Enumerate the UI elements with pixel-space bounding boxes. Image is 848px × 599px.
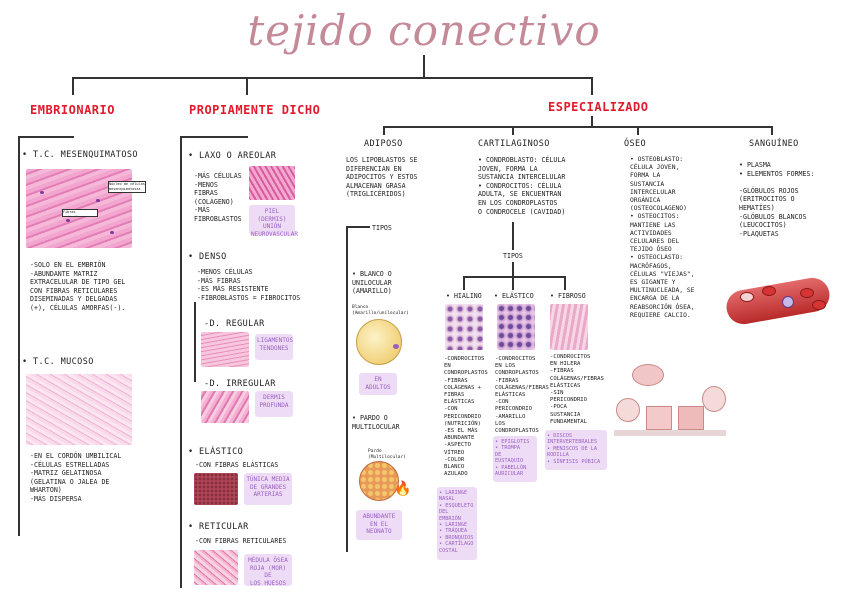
header-propiamente-dicho: PROPIAMENTE DICHO <box>189 103 321 117</box>
connector <box>18 136 74 138</box>
hialino-description: -CONDROCITOS EN CONDROPLASTOS -FIBRAS CO… <box>444 356 488 478</box>
bone-remodeling-image <box>612 358 728 438</box>
adiposo-tipos: TIPOS <box>372 224 392 232</box>
denso-label: • DENSO <box>188 252 227 262</box>
connector <box>423 55 425 77</box>
oseo-label: ÓSEO <box>624 139 647 149</box>
adiposo-description: LOS LIPOBLASTOS SE DIFERENCIAN EN ADIPOC… <box>346 156 418 199</box>
annotation-label: Núcleo de células mesenquimatosas <box>108 181 146 193</box>
blood-vessel-image <box>723 270 833 330</box>
hialino-image <box>445 304 483 350</box>
connector <box>512 222 514 250</box>
pardo-label: • PARDO O MULTILOCULAR <box>352 414 400 431</box>
connector <box>18 136 20 536</box>
connector <box>383 126 772 128</box>
blanco-caption: Blanco (Amarillo/unilocular) <box>352 305 409 316</box>
sanguineo-description: • PLASMA • ELEMENTOS FORMES: -GLÓBULOS R… <box>739 161 815 238</box>
regular-example-pill: LIGAMENTOS TENDONES <box>255 334 293 360</box>
connector <box>591 77 593 95</box>
mesenquimatoso-image: Núcleo de células mesenquimatosas Fibras… <box>26 169 146 248</box>
fibroso-label: • FIBROSO <box>550 292 586 300</box>
connector <box>180 136 248 138</box>
denso-description: -MENOS CÉLULAS -MÁS FIBRAS -ES MÁS RESIS… <box>197 268 301 302</box>
header-especializado: ESPECIALIZADO <box>548 100 649 114</box>
connector <box>180 136 182 588</box>
blanco-example-pill: EN ADULTOS <box>359 373 397 395</box>
elastico-cartilago-example-pill: • EPIGLOTIS • TROMPA DE EUSTAQUIO • PABE… <box>493 436 537 482</box>
hialino-example-pill: • LARINGE NASAL • ESQUELETO DEL EMBRIÓN … <box>437 487 477 560</box>
pardo-caption: Pardo (Multilocular) <box>368 449 406 460</box>
mucoso-label: • T.C. MUCOSO <box>22 357 94 367</box>
elastico-example-pill: TÚNICA MEDIA DE GRANDES ARTERIAS <box>244 473 292 505</box>
mesenquimatoso-description: -SOLO EN EL EMBRIÓN -ABUNDANTE MATRIZ EX… <box>30 261 126 312</box>
connector <box>194 302 196 382</box>
fibroso-description: -CONDROCITOS EN HILERA -FIBRAS COLÁGENAS… <box>550 354 604 425</box>
elastico-cartilago-description: -CONDROCITOS EN LOS CONDROPLASTOS -FIBRA… <box>495 356 549 435</box>
oseo-description: • OSTEOBLASTO: CÉLULA JOVEN, FORMA LA SU… <box>630 156 695 319</box>
connector <box>346 226 348 552</box>
elastico-label: • ELÁSTICO <box>188 447 244 457</box>
annotation-label: Fibras reticulares <box>62 209 98 217</box>
elastico-cartilago-label: • ELÁSTICO <box>494 292 534 300</box>
adiposo-label: ADIPOSO <box>364 139 403 149</box>
connector <box>771 126 773 135</box>
connector <box>463 276 565 278</box>
connector <box>72 77 74 95</box>
fibroso-example-pill: • DISCOS INTERVERTEBRALES • MENISCOS DE … <box>545 430 607 470</box>
elastico-description: -CON FIBRAS ELÁSTICAS <box>195 461 279 469</box>
laxo-image <box>249 166 295 200</box>
mucoso-image <box>26 374 132 445</box>
connector <box>591 116 593 127</box>
flame-icon: 🔥 <box>394 481 412 497</box>
pardo-adipocyte-image <box>359 461 399 501</box>
connector <box>512 262 514 276</box>
reticular-image <box>194 550 238 585</box>
fibroso-image <box>550 304 588 350</box>
connector <box>346 226 370 228</box>
reticular-label: • RETICULAR <box>188 522 249 532</box>
connector <box>512 276 514 290</box>
elastico-image <box>194 473 238 505</box>
irregular-label: -D. IRREGULAR <box>204 379 276 389</box>
connector <box>463 276 465 290</box>
laxo-label: • LAXO O AREOLAR <box>188 151 277 161</box>
connector <box>246 77 248 95</box>
irregular-example-pill: DERMIS PROFUNDA <box>255 391 293 417</box>
regular-label: -D. REGULAR <box>204 319 265 329</box>
page-title: tejido conectivo <box>247 6 601 55</box>
elastico-cartilago-image <box>497 304 535 350</box>
laxo-example-pill: PIEL (DERMIS) UNIÓN NEUROVASCULAR <box>249 205 298 238</box>
cartilaginoso-label: CARTILAGINOSO <box>478 139 550 149</box>
irregular-image <box>201 391 249 423</box>
regular-image <box>201 332 249 367</box>
connector <box>512 126 514 135</box>
header-embrionario: EMBRIONARIO <box>30 103 115 117</box>
connector <box>637 126 639 135</box>
mucoso-description: -EN EL CORDÓN UMBILICAL -CÉLULAS ESTRELL… <box>30 452 122 503</box>
connector <box>564 276 566 290</box>
sanguineo-label: SANGUÍNEO <box>749 139 799 149</box>
cartilaginoso-tipos: TIPOS <box>503 252 523 260</box>
reticular-example-pill: MÉDULA ÓSEA ROJA (MOR) DE LOS HUESOS <box>244 554 292 587</box>
mesenquimatoso-label: • T.C. MESENQUIMATOSO <box>22 150 138 160</box>
connector <box>383 126 385 135</box>
reticular-description: -CON FIBRAS RETICULARES <box>195 537 287 545</box>
hialino-label: • HIALINO <box>446 292 482 300</box>
blanco-label: • BLANCO O UNILOCULAR (AMARILLO) <box>352 270 392 296</box>
connector <box>72 77 592 79</box>
blanco-adipocyte-image <box>356 319 402 365</box>
cartilaginoso-description: • CONDROBLASTO: CÉLULA JOVEN, FORMA LA S… <box>478 156 566 216</box>
laxo-description: -MÁS CÉLULAS -MENOS FIBRAS (COLÁGENO) -M… <box>194 172 242 223</box>
pardo-example-pill: ABUNDANTE EN EL NEONATO <box>356 510 402 540</box>
